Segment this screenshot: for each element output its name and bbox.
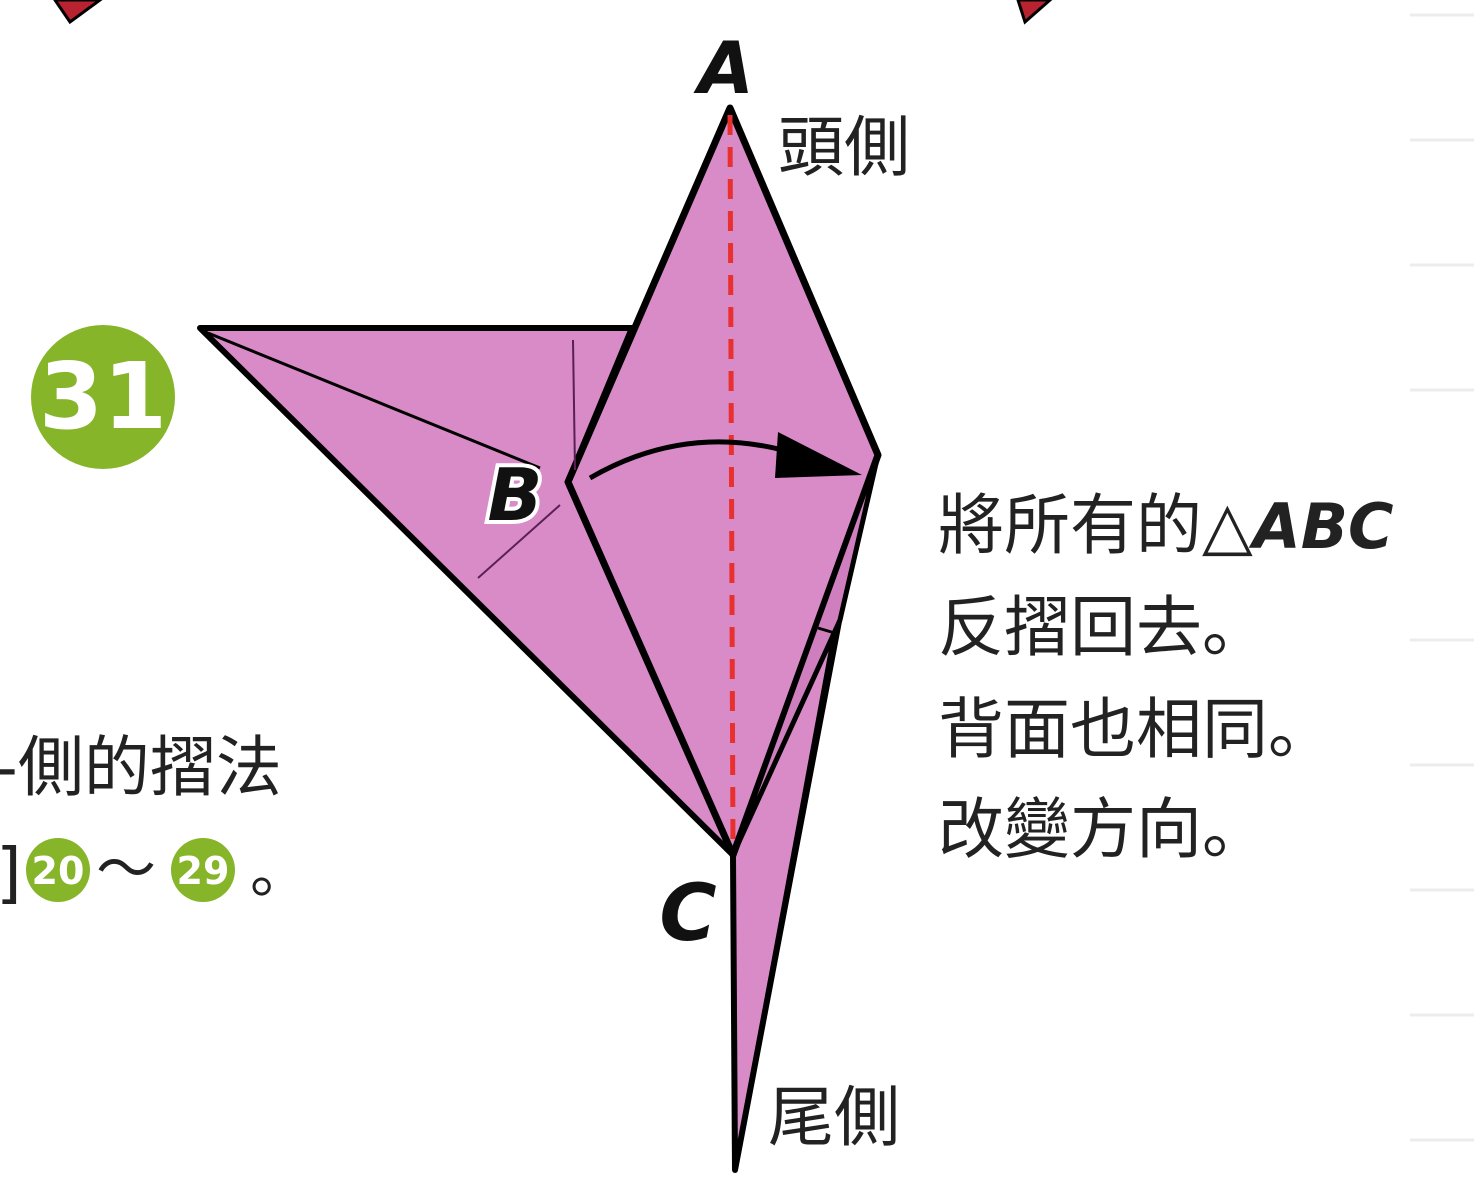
point-label-a: A [693,26,754,110]
prev-arrow-left-fragment [53,0,103,25]
left-note-line-2-suffix: 。 [250,837,310,907]
step-number: 31 [39,343,167,450]
instruction-line-4: 改變方向。 [938,791,1268,868]
page-edge-lines [1410,13,1474,1142]
ref-tilde: 〜 [96,835,156,905]
left-note: -側的摺法 ] 20 〜 29 。 [0,729,310,911]
flap-crease [817,626,839,636]
point-label-b: B [488,453,543,537]
wing-crease-diagonal [207,331,541,470]
left-note-line-1: -側的摺法 [0,729,282,806]
origami-figure [197,104,882,1173]
fold-arrow [588,439,801,481]
ref-step-end-badge [171,838,235,902]
step-badge: 31 [31,325,175,469]
instruction-line-1-prefix: 將所有的△ [938,487,1253,564]
left-note-line-2-prefix: ] [0,834,22,911]
instruction-line-3: 背面也相同。 [938,691,1334,768]
instruction-abc: ABC [1248,490,1394,563]
main-kite [564,104,882,859]
ref-step-start-badge [26,838,90,902]
tail-side-label: 尾側 [768,1079,900,1156]
fold-arrow-head [775,432,862,478]
head-side-label: 頭側 [778,109,910,186]
tail-inner-edge [733,599,842,1171]
valley-fold-line [727,114,736,851]
instruction-line-1: 將所有的△ABC [938,487,1394,564]
point-label-c: C [659,869,716,959]
right-inner-flap [730,452,881,858]
ref-step-end: 29 [177,849,230,893]
prev-arrow-right-fragment [1016,0,1053,25]
instruction-line-2: 反摺回去。 [938,589,1268,666]
step-badge-circle [31,325,175,469]
wing-crease-vertical [572,339,576,471]
wing-crease-lower [477,504,561,579]
ref-step-start: 20 [32,849,85,893]
instruction-text: 將所有的△ABC 反摺回去。 背面也相同。 改變方向。 [938,487,1394,868]
